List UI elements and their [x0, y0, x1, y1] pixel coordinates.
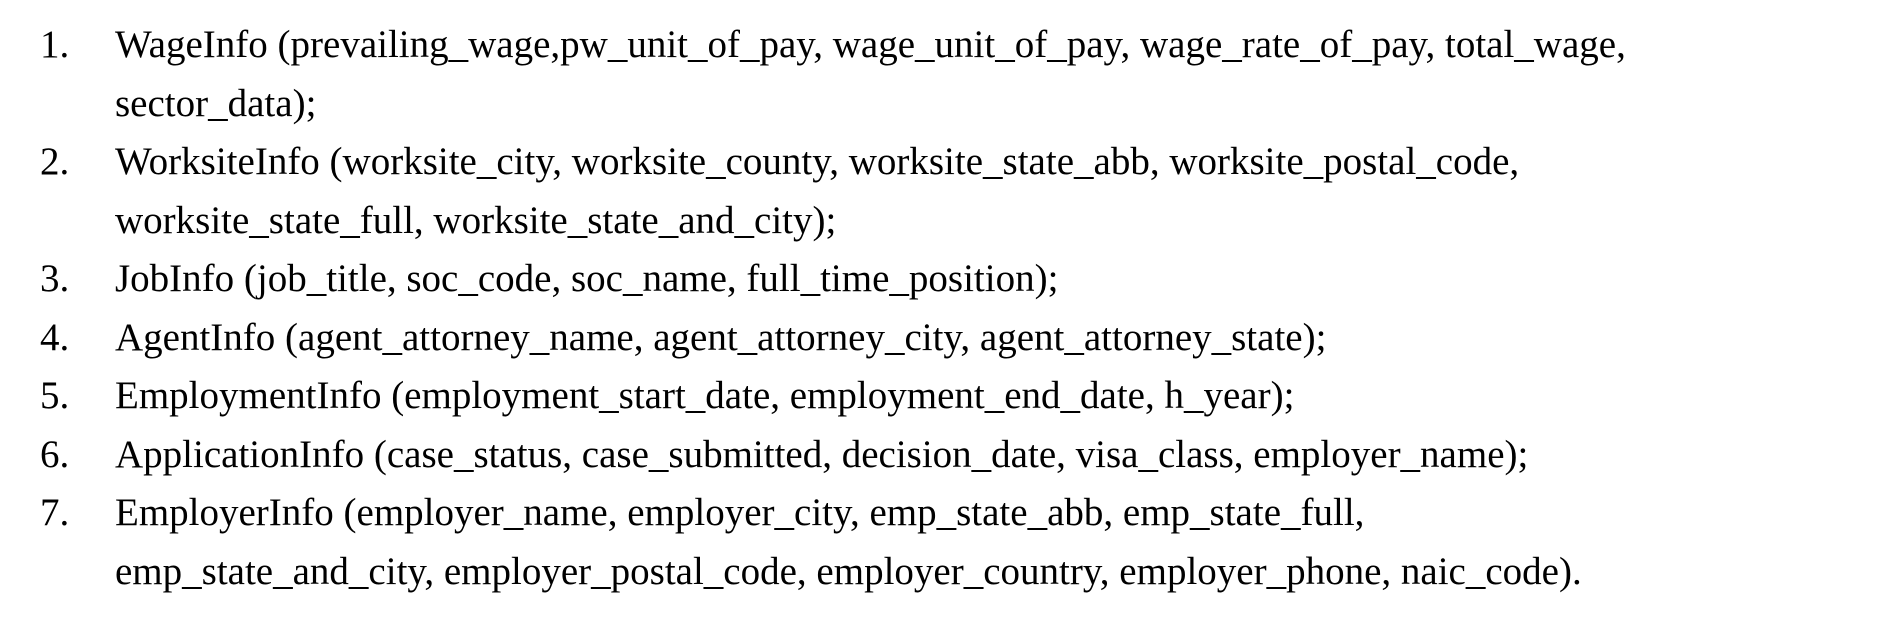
list-item-number: 7. [40, 491, 70, 534]
list-item: 2. WorksiteInfo (worksite_city, worksite… [0, 133, 1894, 250]
list-item-line: ApplicationInfo (case_status, case_submi… [115, 432, 1529, 476]
list-item-line: EmployerInfo (employer_name, employer_ci… [115, 491, 1365, 534]
numbered-list: 1. WageInfo (prevailing_wage,pw_unit_of_… [0, 16, 1894, 601]
list-item-line: sector_data); [115, 81, 317, 125]
list-item-number: 2. [40, 140, 70, 183]
list-item: 4. AgentInfo (agent_attorney_name, agent… [0, 309, 1894, 368]
list-item-number: 3. [40, 257, 70, 300]
list-item: 1. WageInfo (prevailing_wage,pw_unit_of_… [0, 16, 1894, 133]
list-item-number: 5. [40, 374, 70, 417]
list-item-text: WorksiteInfo (worksite_city, worksite_co… [115, 133, 1854, 250]
list-item-number: 6. [40, 432, 70, 476]
list-item-line: EmploymentInfo (employment_start_date, e… [115, 374, 1295, 417]
list-item-number: 4. [40, 315, 70, 359]
list-item-text: EmployerInfo (employer_name, employer_ci… [115, 484, 1854, 601]
list-item-line: JobInfo (job_title, soc_code, soc_name, … [115, 257, 1059, 300]
list-item-line: WageInfo (prevailing_wage,pw_unit_of_pay… [115, 23, 1626, 66]
list-item-text: WageInfo (prevailing_wage,pw_unit_of_pay… [115, 16, 1854, 133]
list-item-text: EmploymentInfo (employment_start_date, e… [115, 367, 1854, 426]
list-item-line: AgentInfo (agent_attorney_name, agent_at… [115, 315, 1327, 359]
list-item: 7. EmployerInfo (employer_name, employer… [0, 484, 1894, 601]
list-item-text: JobInfo (job_title, soc_code, soc_name, … [115, 250, 1854, 309]
list-item-number: 1. [40, 23, 70, 66]
list-item-line: WorksiteInfo (worksite_city, worksite_co… [115, 140, 1520, 183]
list-item: 5. EmploymentInfo (employment_start_date… [0, 367, 1894, 426]
list-item-text: ApplicationInfo (case_status, case_submi… [115, 426, 1854, 485]
list-item: 3. JobInfo (job_title, soc_code, soc_nam… [0, 250, 1894, 309]
list-item-text: AgentInfo (agent_attorney_name, agent_at… [115, 309, 1854, 368]
clipped-previous-line [0, 0, 1894, 6]
list-item-line: worksite_state_full, worksite_state_and_… [115, 198, 837, 242]
list-item-line: emp_state_and_city, employer_postal_code… [115, 549, 1582, 593]
list-item: 6. ApplicationInfo (case_status, case_su… [0, 426, 1894, 485]
